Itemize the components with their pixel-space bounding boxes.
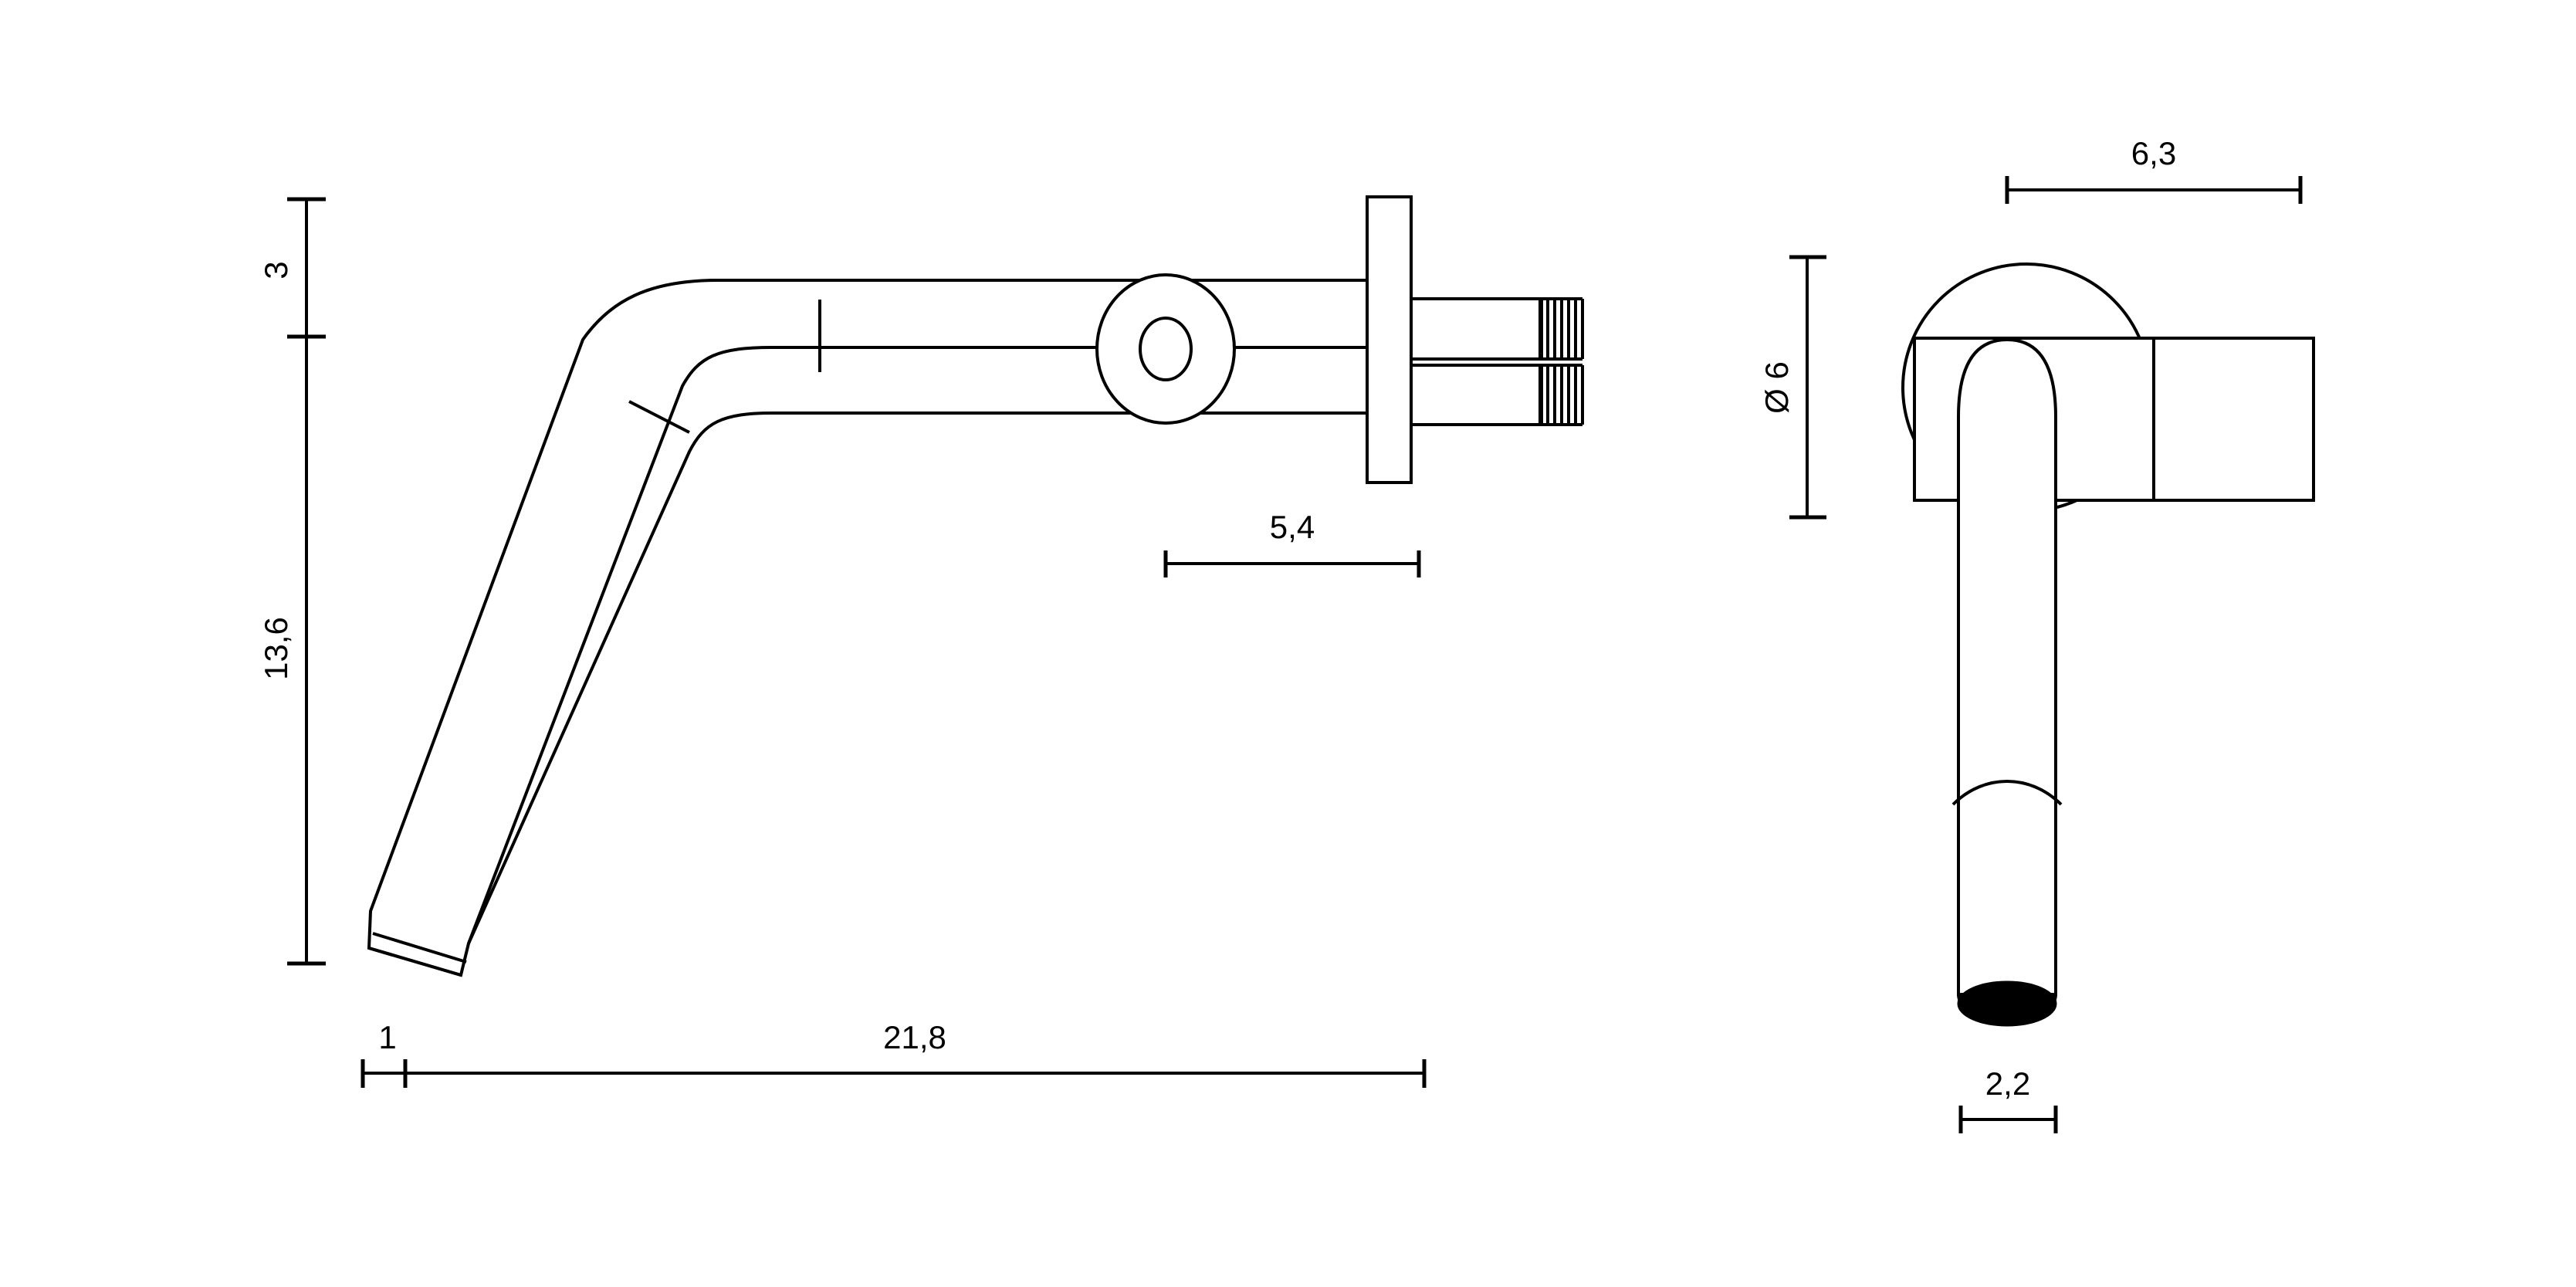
side-elevation-dimensions: 3 13,6 5,4 1 21,8 — [258, 197, 1427, 1088]
wall-flange-plate — [1366, 195, 1413, 484]
thread-hatch-upper — [1540, 297, 1584, 361]
spout-body-outline — [367, 279, 1366, 977]
dim-label-3: 3 — [258, 261, 294, 279]
downtube — [1957, 337, 2057, 996]
aerator-boss-inner — [1139, 317, 1193, 381]
outlet-bore-rim — [1957, 994, 2057, 1023]
dim-label-1: 1 — [378, 1019, 396, 1055]
section-tick-lower — [628, 400, 690, 434]
dim-label-5-4: 5,4 — [1270, 509, 1315, 545]
front-elevation-view — [1901, 262, 2315, 1027]
side-elevation-view — [367, 195, 1584, 977]
outlet-end-block — [2152, 337, 2315, 502]
spout-tip-face — [368, 947, 462, 977]
spout-arm-bottom-edge — [467, 412, 1366, 944]
front-elevation-dimensions: 6,3 Ø 6 2,2 — [1759, 135, 2303, 1133]
tube-bottom-arc — [1951, 780, 2063, 806]
dim-label-diameter-6: Ø 6 — [1759, 361, 1795, 414]
dim-label-13-6: 13,6 — [258, 617, 294, 680]
outlet-bore — [1957, 980, 2057, 1027]
dim-label-21-8: 21,8 — [883, 1019, 946, 1055]
dim-label-6-3: 6,3 — [2131, 135, 2176, 171]
spout-tip-face-inner — [372, 932, 467, 964]
thread-hatch-lower — [1540, 364, 1584, 426]
dim-label-2-2: 2,2 — [1985, 1065, 2030, 1102]
